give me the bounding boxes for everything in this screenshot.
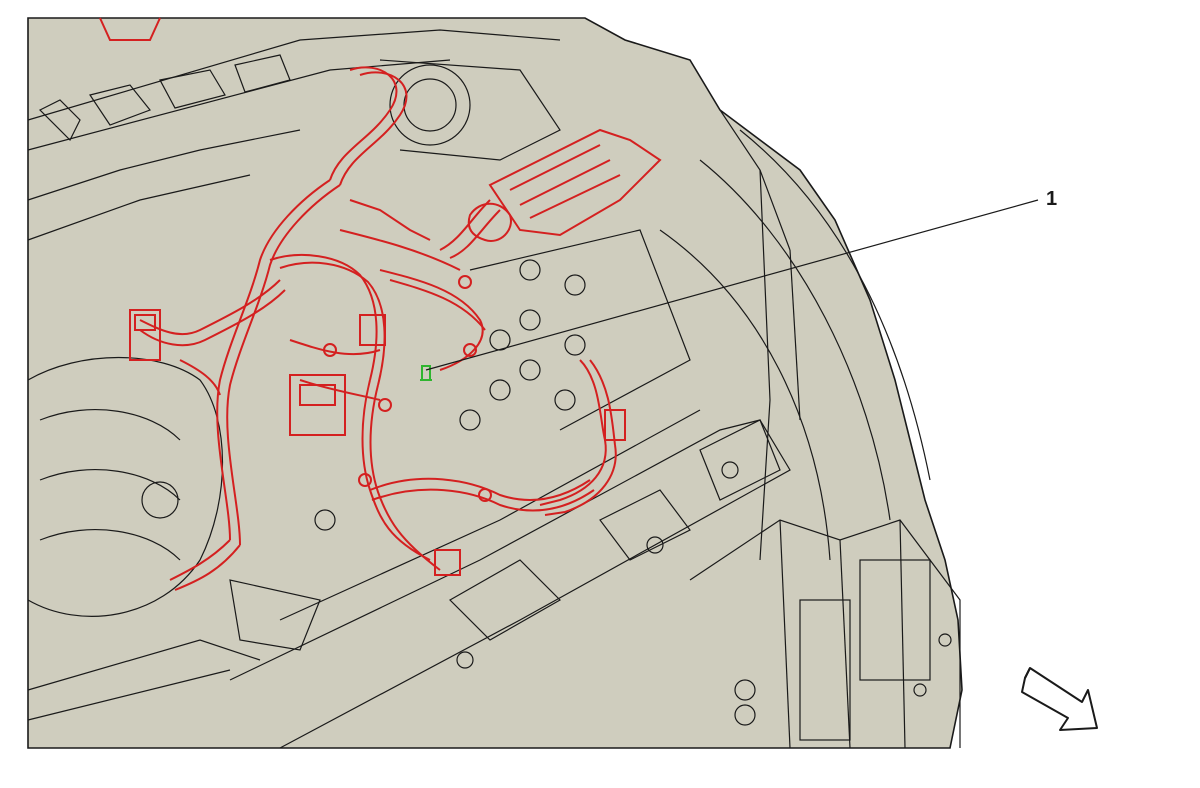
highlighted-component	[420, 365, 432, 381]
body-line-art	[27, 29, 961, 749]
callout-leader-line	[425, 199, 1039, 371]
wiring-harness	[99, 17, 617, 591]
harness-connectors	[129, 128, 662, 576]
vehicle-body-shape	[27, 17, 963, 749]
callout-label: 1	[1046, 188, 1057, 210]
forward-arrow-icon	[1021, 667, 1098, 731]
callout-1: 1	[425, 188, 1057, 371]
